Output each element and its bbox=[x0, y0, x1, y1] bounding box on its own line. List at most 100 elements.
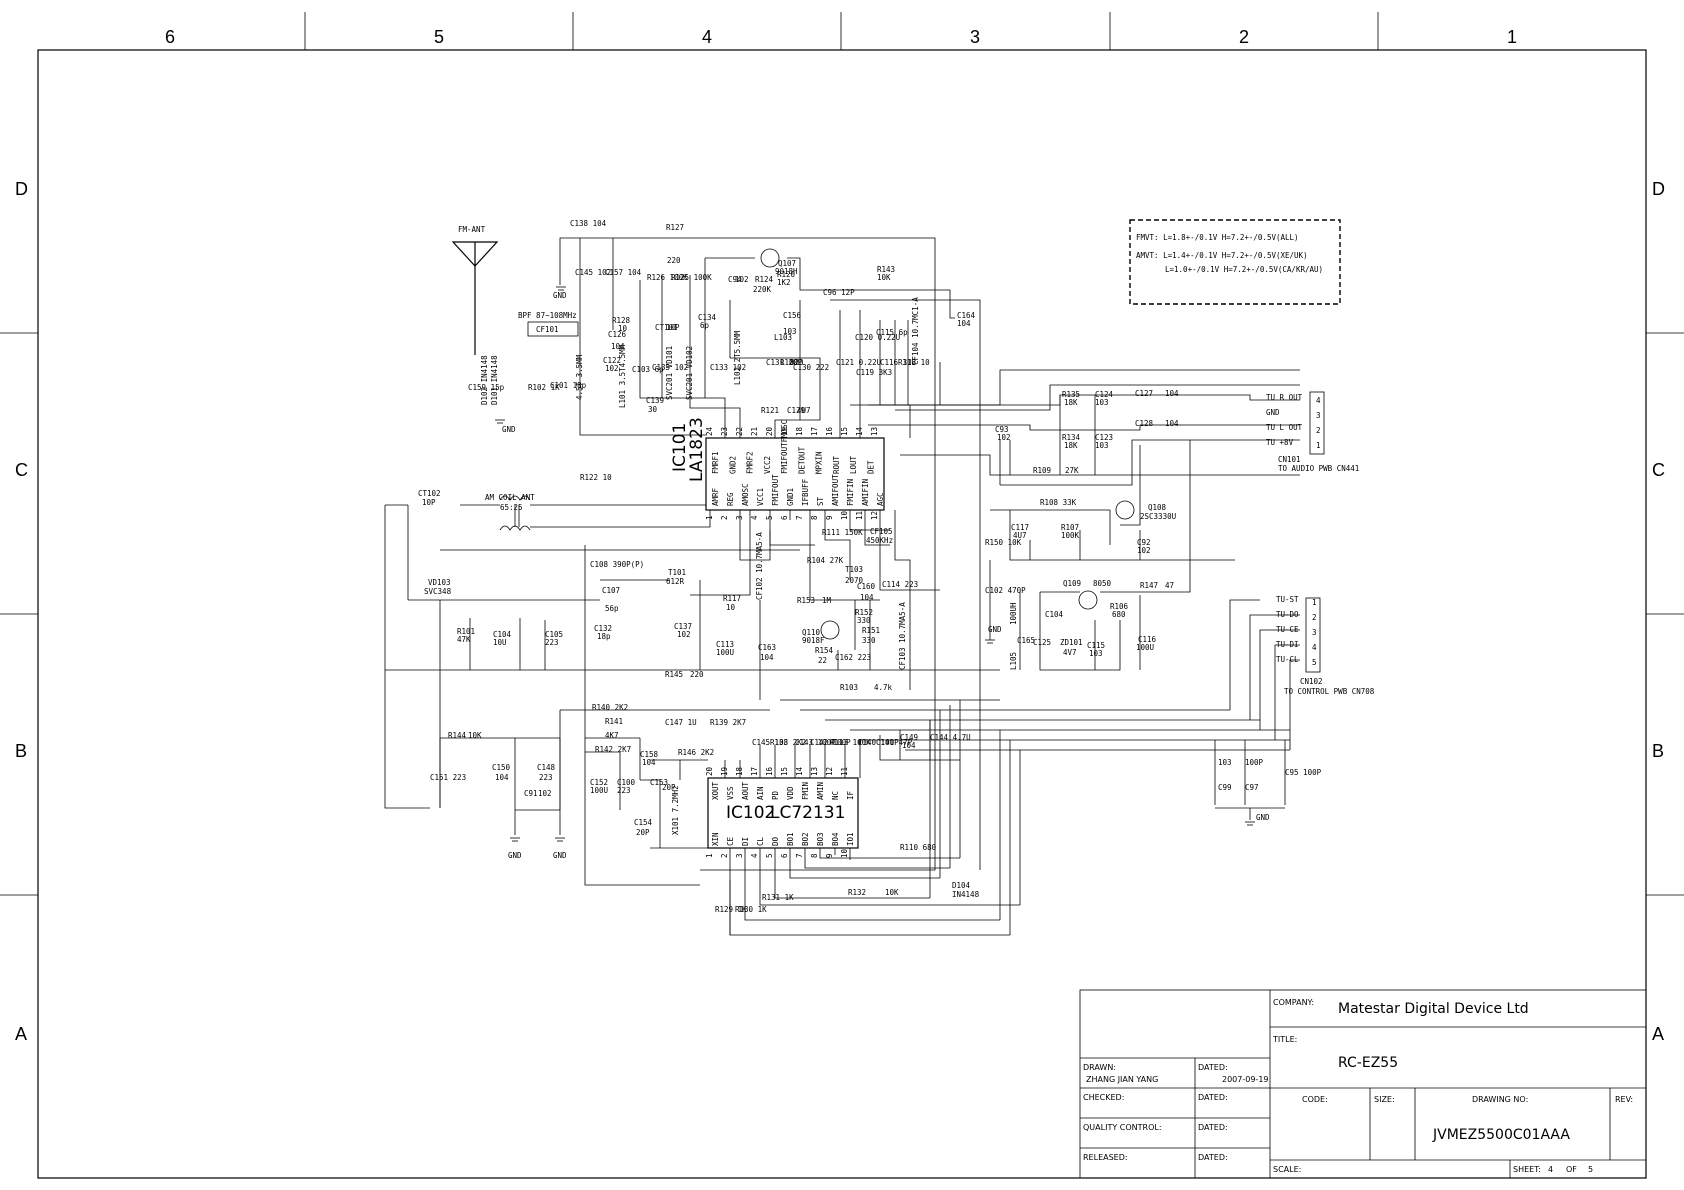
d102-label: D102 IN4148 bbox=[480, 355, 489, 405]
component-label: C100 bbox=[617, 778, 636, 787]
cf102-label: CF102 10.7MA5-A bbox=[755, 532, 764, 600]
rev-label: REV: bbox=[1615, 1095, 1633, 1104]
component-label: 4.7k bbox=[874, 683, 893, 692]
ic102-pin-name: BO3 bbox=[816, 832, 825, 846]
component-label: C116 bbox=[1138, 635, 1157, 644]
cn102-pin-number: 5 bbox=[1312, 658, 1317, 667]
component-label: C101 18p bbox=[550, 381, 587, 390]
ic101-pin-number: 19 bbox=[780, 427, 789, 436]
sheet-total: 5 bbox=[1588, 1165, 1593, 1174]
cn101-signal-label: TU +8V bbox=[1266, 438, 1294, 447]
component-label: 1M bbox=[822, 596, 832, 605]
component-label: C156 bbox=[783, 311, 802, 320]
component-label: 18K bbox=[1064, 398, 1078, 407]
component-label: C127 bbox=[1135, 389, 1153, 398]
component-label: 22 bbox=[818, 656, 827, 665]
ic101-pin-number: 12 bbox=[870, 511, 879, 520]
drawing-no-label: DRAWING NO: bbox=[1472, 1095, 1528, 1104]
component-label: 220 bbox=[667, 256, 681, 265]
ic101-pin-number: 6 bbox=[780, 515, 789, 520]
component-label: 102 bbox=[735, 275, 749, 284]
x101-label: X101 7.2MHz bbox=[671, 785, 680, 835]
t101-value: 612R bbox=[666, 577, 685, 586]
checked-label: CHECKED: bbox=[1083, 1093, 1124, 1102]
component-label: 47 bbox=[1165, 581, 1174, 590]
component-label: 4U7 bbox=[797, 406, 811, 415]
component-label: 330 bbox=[862, 636, 876, 645]
ic102-pin-name: DO bbox=[771, 836, 780, 846]
q109-value: 8050 bbox=[1093, 579, 1112, 588]
component-label: R126 100K bbox=[647, 273, 688, 282]
gnd-label: GND bbox=[553, 291, 567, 300]
ic102-pin-name: XOUT bbox=[711, 781, 720, 800]
component-label: C113 bbox=[716, 640, 734, 649]
component-label: C93 bbox=[995, 425, 1009, 434]
component-label: R108 33K bbox=[1040, 498, 1077, 507]
component-label: R104 27K bbox=[807, 556, 844, 565]
ic102-pin-name: NC bbox=[831, 791, 840, 800]
component-label: C91 bbox=[524, 789, 538, 798]
zone-row-label: D bbox=[15, 179, 28, 199]
ic102-pin-number: 11 bbox=[840, 767, 849, 776]
code-label: CODE: bbox=[1302, 1095, 1328, 1104]
ct102-label: CT102 bbox=[418, 489, 441, 498]
component-label: 104 bbox=[860, 593, 874, 602]
component-label: 30 bbox=[648, 405, 658, 414]
component-label: C138 104 bbox=[570, 219, 607, 228]
zd101-label: ZD101 bbox=[1060, 638, 1083, 647]
component-label: C97 bbox=[1245, 783, 1259, 792]
gnd-label: GND bbox=[988, 625, 1002, 634]
component-label: C115 bbox=[1087, 641, 1105, 650]
component-label: C158 bbox=[640, 750, 659, 759]
cn102-label: CN102 bbox=[1300, 677, 1323, 686]
component-label: C119 3K3 bbox=[856, 368, 892, 377]
component-label: 100U bbox=[590, 786, 608, 795]
component-label: C95 100P bbox=[1285, 768, 1322, 777]
component-label: 103 bbox=[1095, 441, 1109, 450]
ic101-pin-number: 17 bbox=[810, 427, 819, 436]
l101-label: L101 3.5T4.5MM bbox=[618, 344, 627, 408]
ic102-pin-number: 5 bbox=[765, 853, 774, 858]
component-label: C135 102 bbox=[652, 363, 688, 372]
component-label: 103 bbox=[1089, 649, 1103, 658]
component-label: R134 bbox=[1062, 433, 1081, 442]
component-label: R141 bbox=[605, 717, 623, 726]
component-label: R124 bbox=[755, 275, 774, 284]
ic102-pin-number: 7 bbox=[795, 853, 804, 858]
zone-column-label: 1 bbox=[1507, 27, 1517, 47]
component-label: C144 4.7U bbox=[930, 733, 971, 742]
ic102-pin-name: PD bbox=[771, 790, 780, 800]
zone-row-label: B bbox=[15, 741, 27, 761]
component-label: C123 bbox=[1095, 433, 1113, 442]
ic102-pin-number: 17 bbox=[750, 767, 759, 776]
note-fmvt: FMVT: L=1.8+-/0.1V H=7.2+-/0.5V(ALL) bbox=[1136, 233, 1299, 242]
cn102-dest: TO CONTROL PWB CN708 bbox=[1284, 687, 1375, 696]
component-label: C121 0.22U bbox=[836, 358, 881, 367]
component-label: 56p bbox=[605, 604, 619, 613]
component-label: C105 bbox=[545, 630, 563, 639]
ic101-pin-number: 10 bbox=[840, 510, 849, 520]
cn101-pin-number: 1 bbox=[1316, 441, 1321, 450]
component-label: R129 1K bbox=[715, 905, 747, 914]
sheet-label: SHEET: bbox=[1513, 1165, 1541, 1174]
ic102-pin-number: 14 bbox=[795, 766, 804, 776]
ic101-pin-name: AMRF bbox=[711, 487, 720, 506]
cn101-signal-label: TU L OUT bbox=[1266, 423, 1303, 432]
ic102-pin-name: BO2 bbox=[801, 832, 810, 846]
ic101-pin-name: AMIFOUT bbox=[831, 474, 840, 506]
component-label: 102 bbox=[677, 630, 691, 639]
note-amvt: AMVT: L=1.4+-/0.1V H=7.2+-/0.5V(XE/UK) bbox=[1136, 251, 1308, 260]
ic101-pin-number: 18 bbox=[795, 426, 804, 436]
component-label: Q110 bbox=[802, 628, 821, 637]
component-label: R117 bbox=[723, 594, 741, 603]
component-label: R144 bbox=[448, 731, 467, 740]
component-label: C143 100P bbox=[795, 738, 836, 747]
component-label: R127 bbox=[666, 223, 684, 232]
ic102-ref: IC102 bbox=[726, 803, 775, 823]
component-label: 10U bbox=[493, 638, 507, 647]
title-label: TITLE: bbox=[1272, 1035, 1297, 1044]
cn102-signal-label: TU-DI bbox=[1276, 640, 1299, 649]
ic102-pin-number: 16 bbox=[765, 766, 774, 776]
